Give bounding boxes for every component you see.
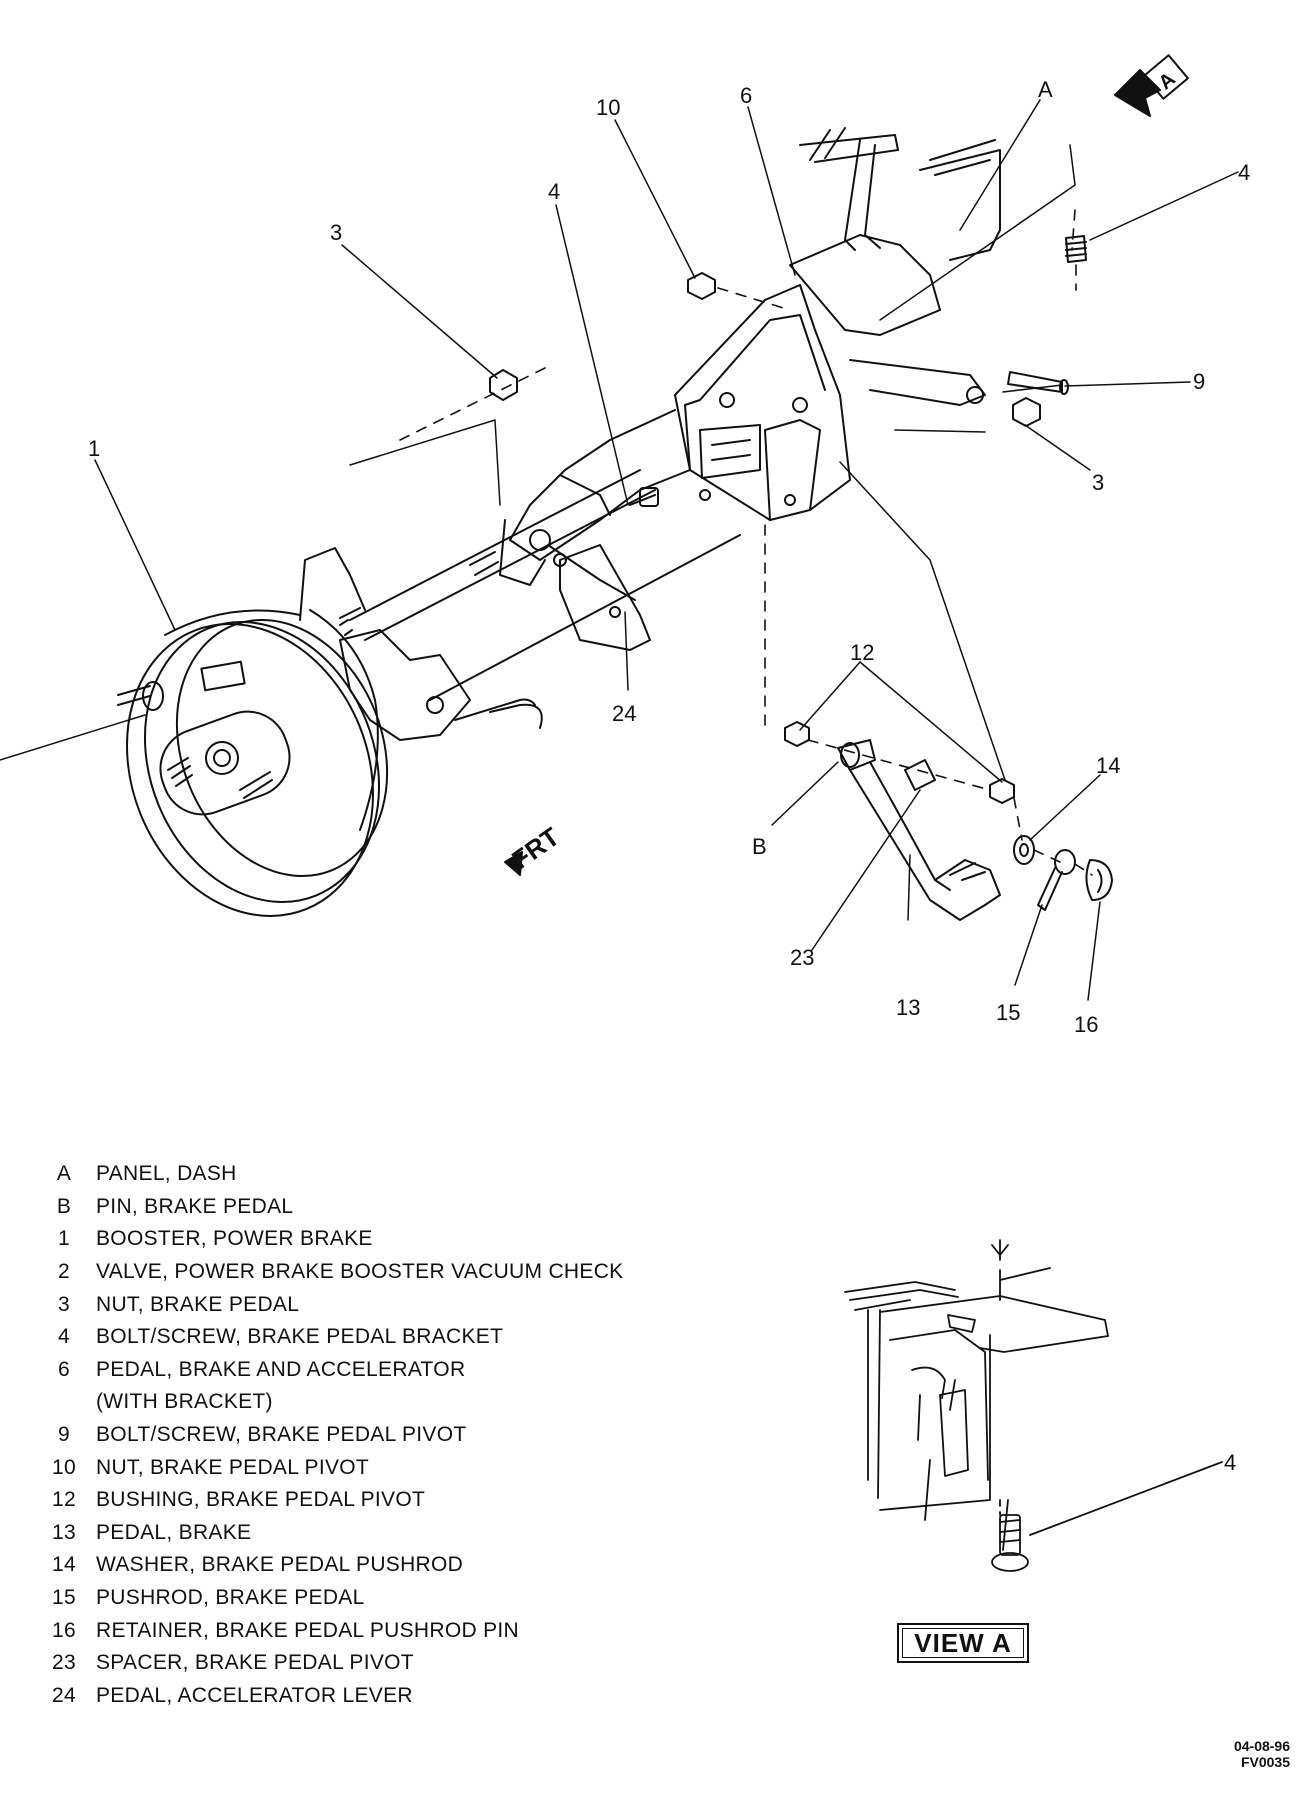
legend-row: 24 PEDAL, ACCELERATOR LEVER <box>38 1680 758 1713</box>
legend-text: PIN, BRAKE PEDAL <box>96 1194 294 1218</box>
legend-row: (WITH BRACKET) <box>38 1386 758 1419</box>
callout-9: 9 <box>1193 369 1205 394</box>
legend-key: 23 <box>52 1651 76 1675</box>
legend-key: 15 <box>52 1586 76 1610</box>
legend-row: 2 VALVE, POWER BRAKE BOOSTER VACUUM CHECK <box>38 1256 758 1289</box>
legend-key: 1 <box>58 1227 70 1251</box>
legend-key: 24 <box>52 1683 76 1707</box>
legend-row: B PIN, BRAKE PEDAL <box>38 1191 758 1224</box>
callout-4-view: 4 <box>1224 1450 1236 1475</box>
stamp-date: 04-08-96 <box>1233 1738 1290 1754</box>
legend-row: 3 NUT, BRAKE PEDAL <box>38 1288 758 1321</box>
legend-row: 13 PEDAL, BRAKE <box>38 1517 758 1550</box>
callout-24: 24 <box>612 701 636 726</box>
legend-row: 6 PEDAL, BRAKE AND ACCELERATOR <box>38 1354 758 1387</box>
pedal-bracket-assembly <box>349 127 1001 701</box>
legend-text: SPACER, BRAKE PEDAL PIVOT <box>96 1651 414 1675</box>
callout-b: B <box>752 834 767 859</box>
legend-key: 10 <box>52 1455 76 1479</box>
callout-4-top: 4 <box>548 179 560 204</box>
legend-key: A <box>56 1162 72 1186</box>
legend-text: BOLT/SCREW, BRAKE PEDAL BRACKET <box>96 1325 504 1349</box>
legend-text: BOOSTER, POWER BRAKE <box>96 1227 373 1251</box>
legend-row: 15 PUSHROD, BRAKE PEDAL <box>38 1582 758 1615</box>
callout-a: A <box>1038 77 1053 102</box>
legend-row: 4 BOLT/SCREW, BRAKE PEDAL BRACKET <box>38 1321 758 1354</box>
legend-key: 9 <box>58 1423 70 1447</box>
callout-6: 6 <box>740 83 752 108</box>
callout-13: 13 <box>896 995 920 1020</box>
legend-row: 14 WASHER, BRAKE PEDAL PUSHROD <box>38 1549 758 1582</box>
legend-text: VALVE, POWER BRAKE BOOSTER VACUUM CHECK <box>96 1260 624 1284</box>
parts-legend: A PANEL, DASH B PIN, BRAKE PEDAL 1 BOOSTER, P… <box>38 1158 758 1712</box>
drawing-stamp: 04-08-96 FV0035 <box>1234 1738 1290 1770</box>
legend-key: 6 <box>58 1357 70 1381</box>
callout-3-top: 3 <box>330 220 342 245</box>
legend-text: BUSHING, BRAKE PEDAL PIVOT <box>96 1488 426 1512</box>
legend-text: PEDAL, BRAKE AND ACCELERATOR <box>96 1357 466 1381</box>
legend-row: 9 BOLT/SCREW, BRAKE PEDAL PIVOT <box>38 1419 758 1452</box>
legend-text: PANEL, DASH <box>96 1162 237 1186</box>
legend-key: 16 <box>52 1618 76 1642</box>
legend-text: WASHER, BRAKE PEDAL PUSHROD <box>96 1553 464 1577</box>
brake-pedal <box>837 739 1001 921</box>
legend-row: 10 NUT, BRAKE PEDAL PIVOT <box>38 1451 758 1484</box>
legend-row: 12 BUSHING, BRAKE PEDAL PIVOT <box>38 1484 758 1517</box>
legend-text: NUT, BRAKE PEDAL PIVOT <box>96 1455 370 1479</box>
view-a-inset <box>844 1239 1223 1572</box>
legend-text: BOLT/SCREW, BRAKE PEDAL PIVOT <box>96 1423 467 1447</box>
callout-10: 10 <box>596 95 620 120</box>
stamp-code: FV0035 <box>1240 1754 1290 1770</box>
legend-row: 23 SPACER, BRAKE PEDAL PIVOT <box>38 1647 758 1680</box>
legend-text: RETAINER, BRAKE PEDAL PUSHROD PIN <box>96 1618 519 1642</box>
legend-text: NUT, BRAKE PEDAL <box>96 1292 300 1316</box>
callout-1: 1 <box>88 436 100 461</box>
legend-text: PEDAL, ACCELERATOR LEVER <box>96 1683 413 1707</box>
legend-text: PUSHROD, BRAKE PEDAL <box>96 1586 365 1610</box>
brake-booster <box>117 547 536 917</box>
frt-arrow-icon <box>504 851 523 876</box>
callout-4-right: 4 <box>1238 160 1250 185</box>
legend-key: 4 <box>58 1325 70 1349</box>
callout-23: 23 <box>790 945 814 970</box>
callout-15: 15 <box>996 1000 1020 1025</box>
callout-16: 16 <box>1074 1012 1098 1037</box>
callout-3-right: 3 <box>1092 470 1104 495</box>
legend-key: 12 <box>52 1488 76 1512</box>
view-a-arrow <box>1114 54 1189 117</box>
legend-text: PEDAL, BRAKE <box>96 1520 252 1544</box>
legend-row: 16 RETAINER, BRAKE PEDAL PUSHROD PIN <box>38 1614 758 1647</box>
legend-key: 3 <box>58 1292 70 1316</box>
legend-text: (WITH BRACKET) <box>96 1390 273 1414</box>
callout-14: 14 <box>1096 753 1120 778</box>
legend-row: 1 BOOSTER, POWER BRAKE <box>38 1223 758 1256</box>
view-a-label: VIEW A <box>897 1623 1029 1663</box>
legend-key: B <box>56 1194 72 1218</box>
legend-row: A PANEL, DASH <box>38 1158 758 1191</box>
assembly-lines <box>399 209 1093 876</box>
leader-lines <box>0 99 1239 1001</box>
legend-key: 14 <box>52 1553 76 1577</box>
legend-key: 2 <box>58 1260 70 1284</box>
callout-12: 12 <box>850 640 874 665</box>
hardware-parts <box>339 235 1113 911</box>
legend-key: 13 <box>52 1520 76 1544</box>
accelerator-lever <box>547 544 651 651</box>
